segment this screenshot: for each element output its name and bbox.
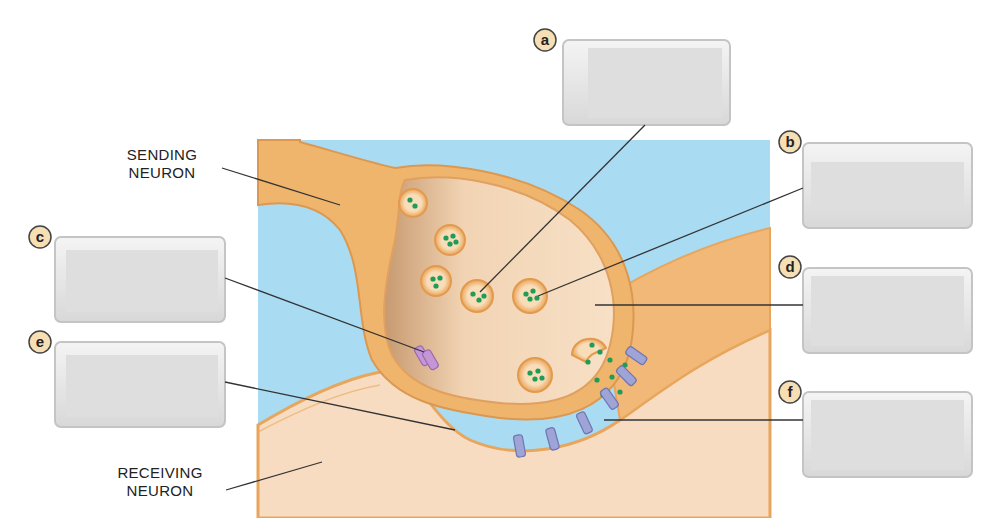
- callout-letter: c: [30, 227, 50, 247]
- neuron-label: RECEIVING NEURON: [100, 464, 220, 500]
- callout-letter: a: [535, 30, 555, 50]
- callout-letter: d: [780, 257, 800, 277]
- callout-letter: f: [780, 382, 800, 402]
- neuron-label: SENDING NEURON: [102, 146, 222, 182]
- callout-letter: e: [30, 332, 50, 352]
- callout-letter: b: [780, 132, 800, 152]
